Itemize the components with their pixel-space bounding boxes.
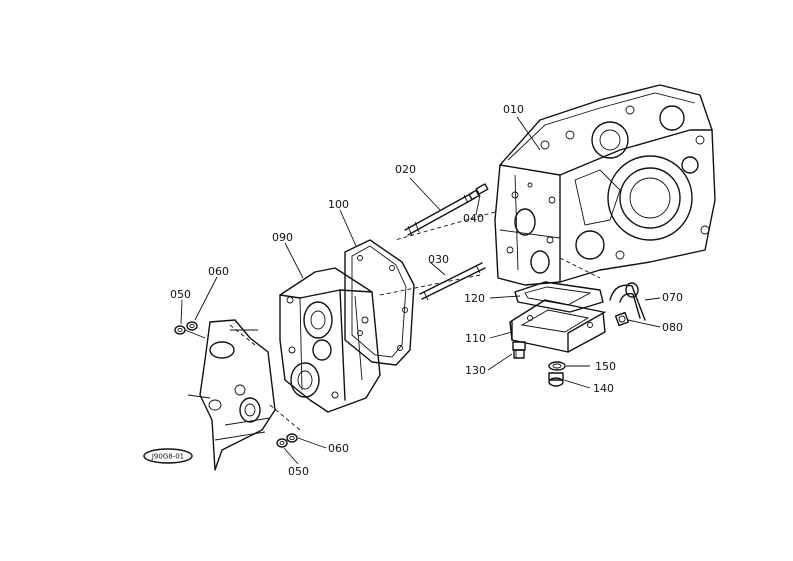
label-140: 140 — [593, 382, 614, 395]
label-150: 150 — [595, 360, 616, 373]
leader-lines — [180, 116, 661, 465]
cover-110 — [509, 299, 606, 353]
gasket-100 — [344, 239, 415, 366]
plug-140 — [548, 372, 564, 387]
label-060-lower: 060 — [328, 442, 349, 455]
label-130: 130 — [465, 364, 486, 377]
reference-code-badge: J90G8-01 — [143, 448, 193, 464]
reference-code: J90G8-01 — [151, 453, 184, 461]
label-010: 010 — [503, 103, 524, 116]
washer-060-lower — [286, 433, 298, 443]
nut-050-upper — [174, 325, 186, 335]
gasket-120 — [514, 281, 604, 313]
washer-150 — [548, 361, 566, 371]
fitting-080 — [614, 311, 630, 327]
hose-070 — [609, 282, 646, 321]
label-120: 120 — [464, 292, 485, 305]
bolt-130 — [512, 341, 526, 359]
label-090: 090 — [272, 231, 293, 244]
label-020: 020 — [395, 163, 416, 176]
label-100: 100 — [328, 198, 349, 211]
label-060-upper: 060 — [208, 265, 229, 278]
label-080: 080 — [662, 321, 683, 334]
transmission-case-010 — [494, 84, 716, 286]
label-050-lower: 050 — [288, 465, 309, 478]
gear-case-090 — [279, 267, 381, 413]
label-040: 040 — [463, 212, 484, 225]
stud-bolt-020 — [404, 189, 480, 237]
label-110: 110 — [465, 332, 486, 345]
nut-050-lower — [276, 438, 288, 448]
dowel-pin-040 — [475, 183, 489, 195]
washer-060-upper — [186, 321, 198, 331]
stud-bolt-030 — [419, 262, 486, 301]
label-030: 030 — [428, 253, 449, 266]
left-bracket-assembly — [184, 319, 276, 471]
label-050-upper: 050 — [170, 288, 191, 301]
label-070: 070 — [662, 291, 683, 304]
